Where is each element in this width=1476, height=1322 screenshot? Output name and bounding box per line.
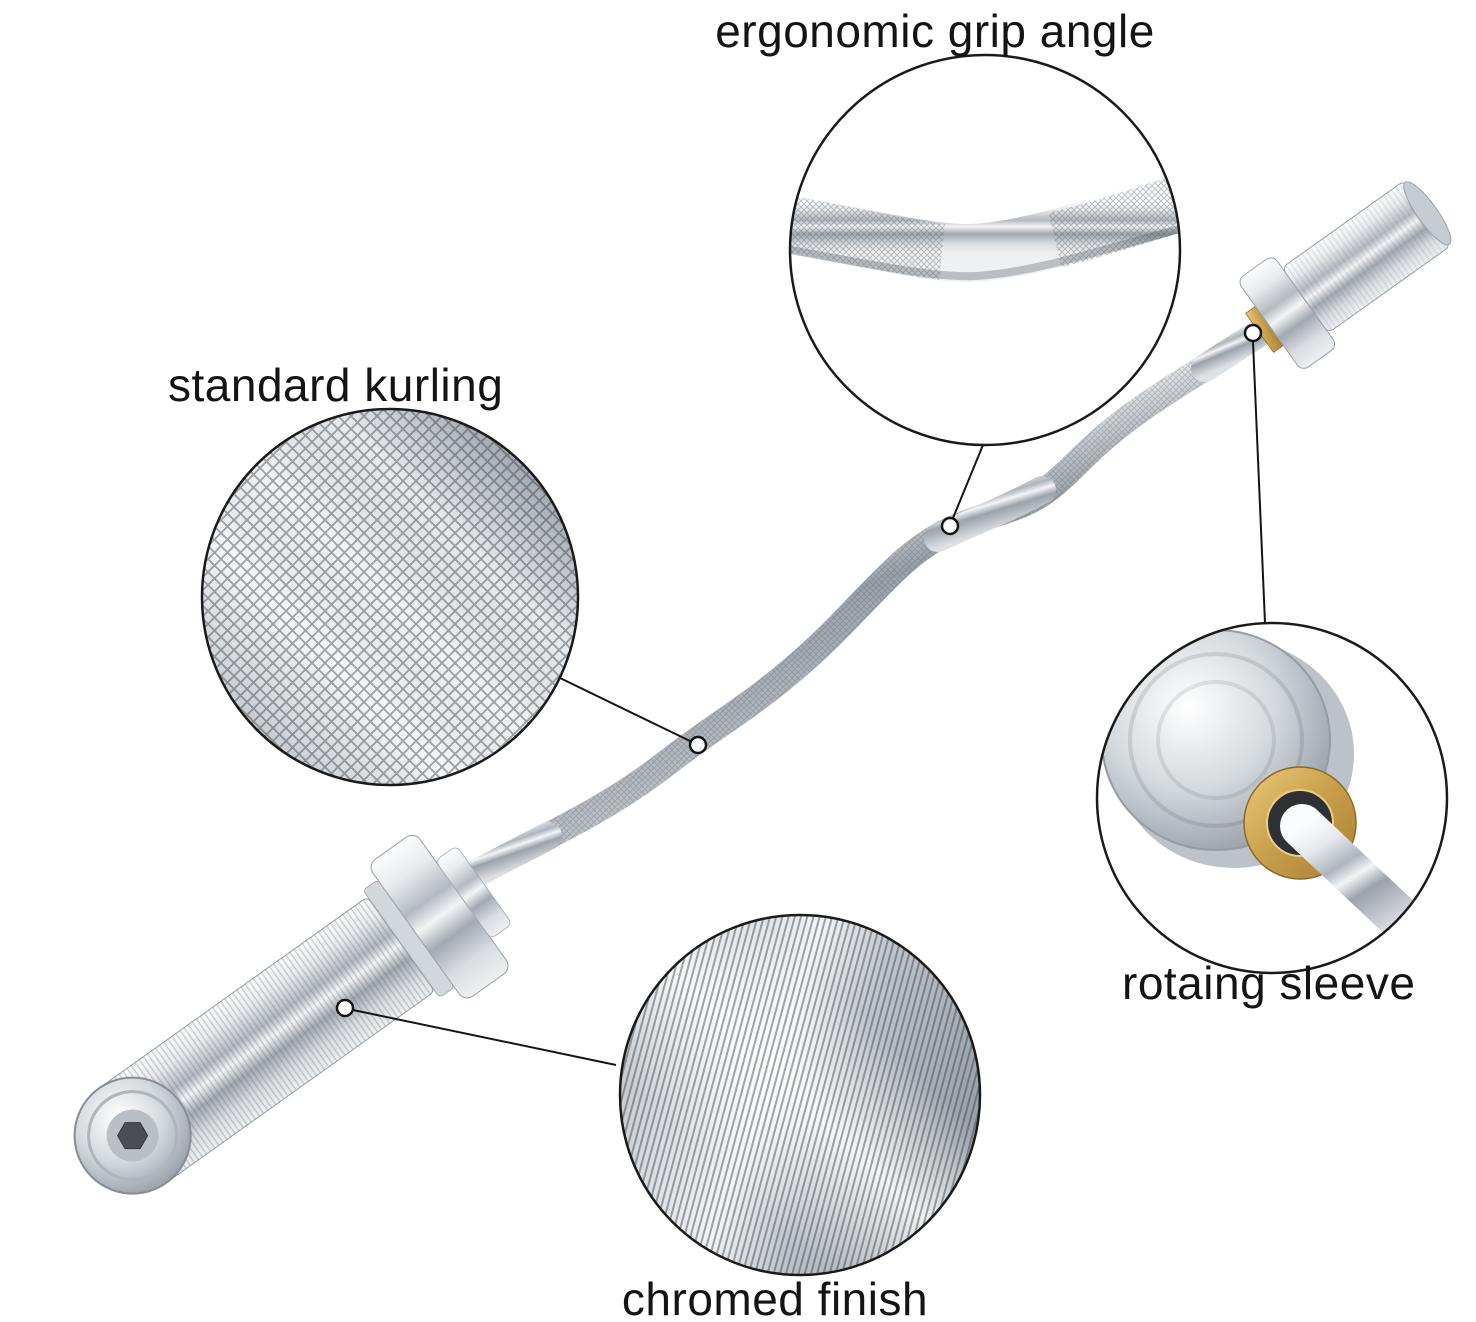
- callout-leaders: [352, 341, 1266, 1066]
- callout-markers: [335, 323, 1263, 1018]
- label-ergonomic-grip-angle: ergonomic grip angle: [715, 5, 1155, 57]
- magnifier-knurling: [200, 407, 580, 787]
- marker-grip: [940, 516, 960, 536]
- marker-knurl: [688, 735, 708, 755]
- label-standard-kurling: standard kurling: [168, 359, 504, 411]
- marker-sleeve: [1243, 323, 1263, 343]
- magnifier-grip-angle: [788, 53, 1182, 447]
- right-sleeve: [1239, 181, 1452, 369]
- left-sleeve-end-cap: [73, 1076, 192, 1195]
- magnifier-chromed-finish: [618, 913, 982, 1277]
- hex-socket-icon: [117, 1122, 149, 1150]
- leader-line-sleeve: [1252, 341, 1266, 624]
- label-chromed-finish: chromed finish: [621, 1273, 929, 1322]
- leader-line-knurl: [559, 677, 691, 742]
- curl-bar: [73, 181, 1452, 1195]
- label-rotating-sleeve: rotaing sleeve: [1122, 957, 1416, 1009]
- magnifier-rotating-sleeve: [1095, 621, 1449, 975]
- marker-finish: [335, 998, 355, 1018]
- leader-line-finish: [352, 1009, 617, 1066]
- leader-line-grip: [952, 444, 984, 519]
